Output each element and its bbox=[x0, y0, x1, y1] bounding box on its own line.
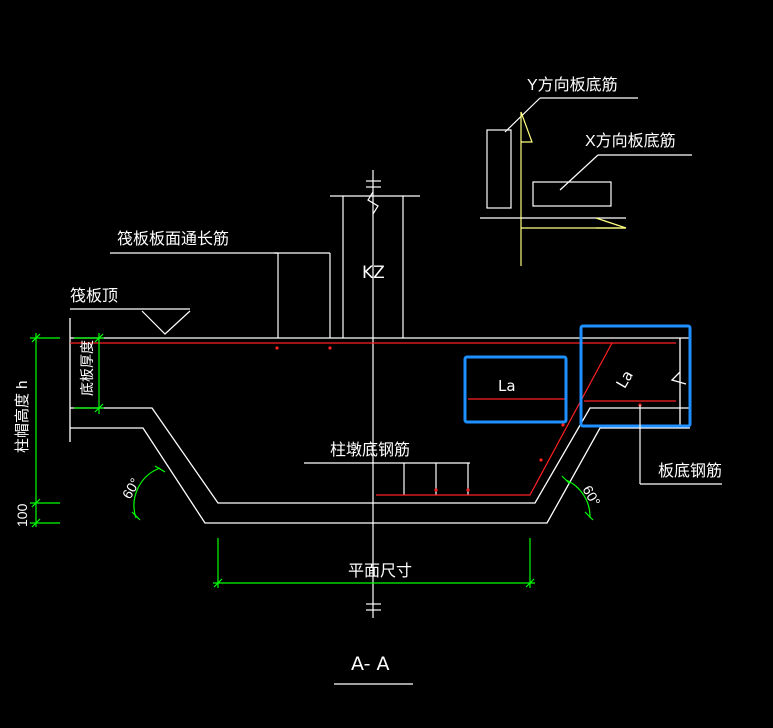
y-bar-label: Y方向板底筋 bbox=[527, 76, 618, 94]
x-bar-label: X方向板底筋 bbox=[585, 132, 676, 150]
angle-right bbox=[561, 475, 594, 521]
angle-right-label: 60° bbox=[579, 483, 603, 509]
angle-left-label: 60° bbox=[119, 475, 143, 501]
x-bar-leader bbox=[559, 154, 599, 191]
angle-left bbox=[131, 465, 166, 521]
anchor-right-label: La bbox=[613, 367, 637, 391]
anchor-left-label: La bbox=[498, 377, 516, 395]
cap-height-label: 柱帽高度 h bbox=[14, 380, 31, 453]
break-symbol-top bbox=[366, 180, 381, 215]
column-label: KZ bbox=[362, 263, 385, 283]
section-title: A- A bbox=[351, 653, 389, 675]
legend-axis-arrows bbox=[520, 111, 627, 266]
rebar-direction-legend bbox=[480, 97, 692, 219]
plan-size-label: 平面尺寸 bbox=[348, 562, 412, 580]
x-bar-symbol bbox=[532, 181, 612, 207]
plan-size-dimension bbox=[213, 538, 535, 588]
pier-bottom-rebar bbox=[376, 342, 613, 496]
pier-bottom-bar-label: 柱墩底钢筋 bbox=[330, 441, 410, 459]
y-bar-symbol bbox=[486, 129, 512, 209]
anchor-highlight-right bbox=[579, 324, 692, 428]
slab-thickness-label: 底板厚度 bbox=[79, 340, 95, 396]
raft-slab-outline bbox=[69, 318, 690, 524]
rebar-dots bbox=[275, 346, 642, 492]
slab-bottom-bar-label: 板底钢筋 bbox=[658, 462, 722, 480]
break-symbol-bottom bbox=[366, 603, 381, 611]
raft-top-label: 筏板顶 bbox=[70, 287, 118, 305]
elevation-triangle bbox=[141, 310, 191, 335]
left-dimensions bbox=[30, 333, 104, 528]
raft-top-bar-label: 筏板板面通长筋 bbox=[117, 230, 229, 248]
column-kz bbox=[274, 195, 420, 338]
anchor-highlight-left bbox=[463, 355, 568, 424]
dim-100-label: 100 bbox=[14, 503, 30, 527]
rebar-lines bbox=[70, 342, 676, 496]
slab-bottom-bar-leader bbox=[639, 405, 722, 485]
